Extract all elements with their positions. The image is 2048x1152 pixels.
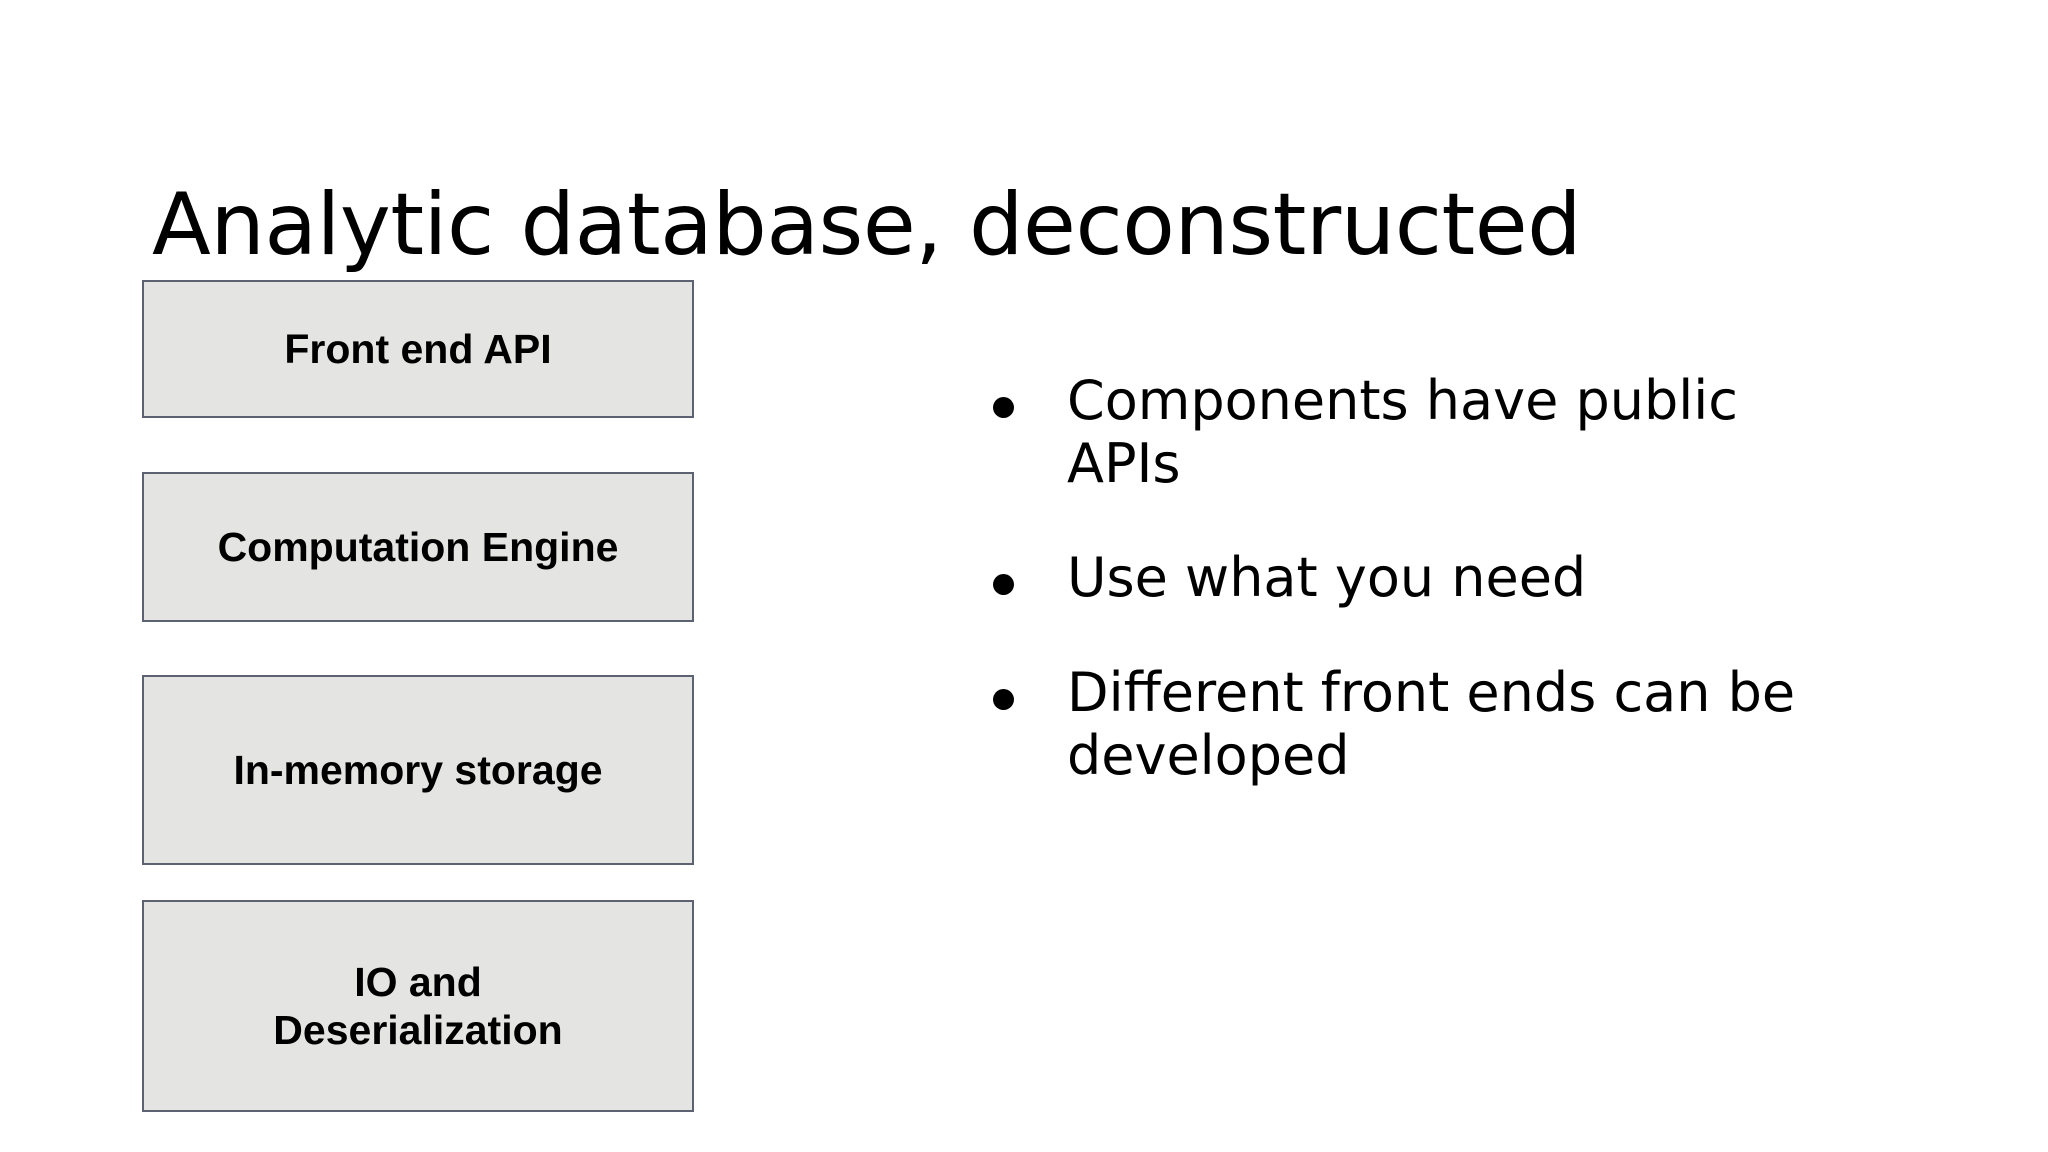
list-item: Use what you need: [985, 547, 1845, 610]
list-item-label: Use what you need: [1067, 546, 1587, 610]
bullet-dot-icon: [993, 688, 1014, 710]
component-box-label: Computation Engine: [217, 523, 619, 570]
list-item: Components have public APIs: [985, 369, 1845, 495]
page-title: Analytic database, deconstructed: [152, 174, 1582, 275]
component-stack: Front end API Computation Engine In-memo…: [142, 280, 694, 1112]
list-item-label: Components have public APIs: [1067, 369, 1738, 495]
list-item-label: Different front ends can be developed: [1067, 660, 1796, 787]
component-box-label: Front end API: [284, 325, 552, 372]
bullet-dot-icon: [993, 397, 1014, 418]
component-box-in-memory-storage[interactable]: In-memory storage: [142, 675, 694, 865]
component-box-front-end-api[interactable]: Front end API: [142, 280, 694, 418]
component-box-label-line-2: Deserialization: [273, 1007, 563, 1053]
component-box-label: In-memory storage: [233, 746, 603, 793]
bullet-list: Components have public APIs Use what you…: [985, 369, 1845, 787]
component-box-label: IO and Deserialization: [261, 958, 574, 1055]
component-box-computation-engine[interactable]: Computation Engine: [142, 472, 694, 622]
component-box-label-line-1: IO and: [354, 958, 482, 1005]
list-item: Different front ends can be developed: [985, 660, 1845, 787]
bullet-dot-icon: [993, 574, 1014, 596]
component-box-io-deserialization[interactable]: IO and Deserialization: [142, 900, 694, 1112]
